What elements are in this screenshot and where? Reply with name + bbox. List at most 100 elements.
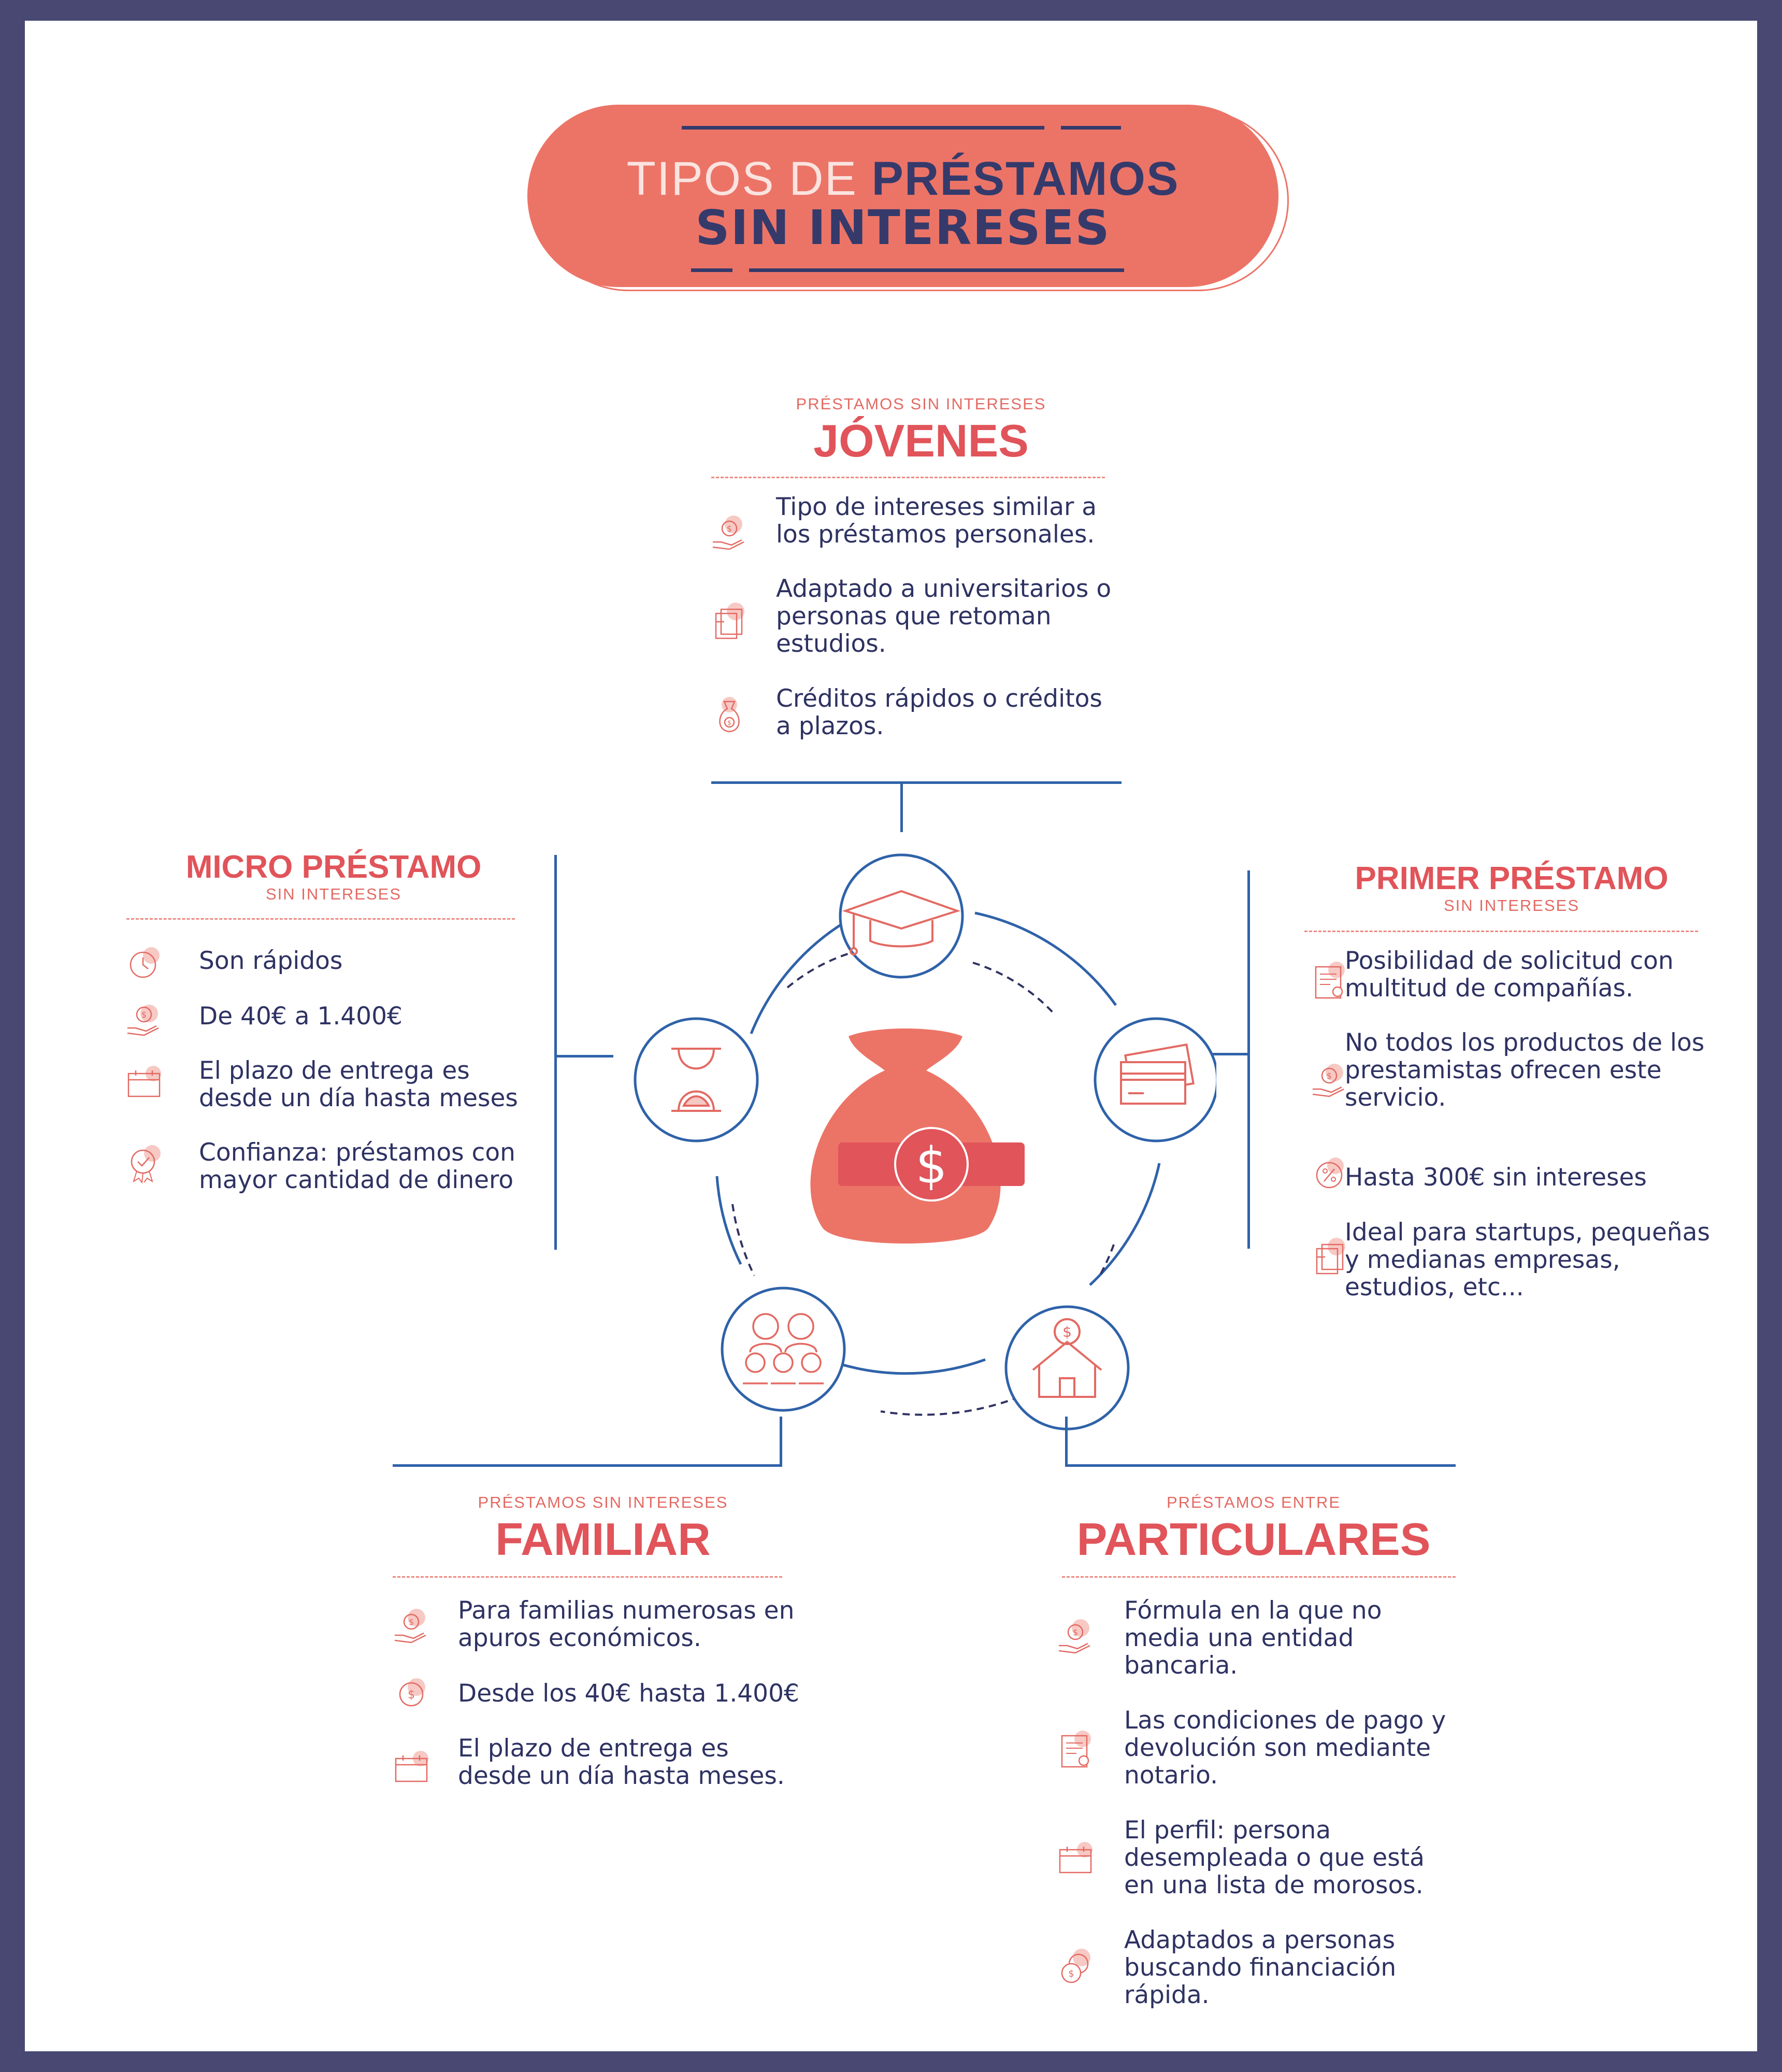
micro-connector-h [555, 1055, 613, 1058]
jovenes-connector-h [711, 781, 1122, 784]
micro-item-1: Son rápidos [199, 947, 343, 975]
line: mayor cantidad de dinero [199, 1166, 514, 1194]
familiar-title: FAMILIAR [495, 1513, 711, 1565]
hand-coin-icon: $ [709, 513, 750, 554]
calendar-icon [124, 1061, 166, 1103]
familiar-connector-v [780, 1417, 782, 1466]
line: en una lista de morosos. [1124, 1871, 1424, 1899]
infographic-card: TIPOS DE PRÉSTAMOS SIN INTERESES PRÉSTAM… [25, 21, 1757, 2051]
particulares-divider [1062, 1576, 1456, 1578]
coins-icon: $ [1056, 1945, 1097, 1987]
line: Créditos rápidos o créditos [776, 684, 1102, 713]
form-icon [1056, 1728, 1097, 1770]
svg-text:$: $ [1068, 1968, 1074, 1979]
calendar-icon [392, 1746, 433, 1788]
cycle-arc-3 [1089, 1163, 1161, 1286]
svg-text:$: $ [727, 524, 732, 534]
graduation-cap-icon [842, 890, 961, 955]
title-pill [527, 105, 1278, 287]
line: El perfil: persona [1124, 1816, 1331, 1845]
line: multitud de compañías. [1345, 974, 1633, 1003]
particulares-title: PARTICULARES [1076, 1513, 1431, 1565]
line: desde un día hasta meses [199, 1084, 518, 1112]
money-bag-icon: $ [709, 694, 750, 736]
cycle-arc-2 [974, 911, 1117, 1006]
familiar-connector-h [393, 1464, 782, 1467]
line: bancaria. [1124, 1651, 1238, 1680]
title-bar-bottom-right [749, 268, 1124, 272]
particulares-subtitle: PRÉSTAMOS ENTRE [1166, 1493, 1341, 1511]
line: los préstamos personales. [776, 520, 1095, 549]
title-bar-top-right [1061, 126, 1121, 130]
primer-divider [1304, 931, 1698, 932]
svg-text:$: $ [408, 1689, 415, 1702]
line: devolución son mediante [1124, 1734, 1431, 1762]
micro-subtitle: SIN INTERESES [266, 885, 401, 903]
badge-icon [124, 1144, 166, 1185]
particulares-connector-v [1065, 1417, 1068, 1466]
center-dollar-symbol: $ [915, 1137, 947, 1195]
line: notario. [1124, 1761, 1218, 1790]
svg-text:$: $ [409, 1617, 414, 1627]
documents-icon [709, 601, 750, 642]
title-bar-top-left [682, 126, 1044, 130]
line: estudios, etc... [1345, 1273, 1524, 1302]
line: y medianas empresas, [1345, 1246, 1620, 1274]
familiar-subtitle: PRÉSTAMOS SIN INTERESES [478, 1493, 728, 1511]
jovenes-connector-v [900, 782, 903, 832]
cycle-arc-1 [750, 917, 853, 1034]
hand-coin-icon: $ [392, 1606, 433, 1648]
calendar-icon [1056, 1837, 1097, 1879]
line: servicio. [1345, 1083, 1446, 1112]
cycle-diagram: $ $ [634, 853, 1216, 1431]
line: Para familias numerosas en [458, 1596, 795, 1625]
form-icon [1310, 960, 1351, 1001]
line: Ideal para startups, pequeñas [1345, 1218, 1710, 1247]
house-dollar-symbol: $ [1062, 1323, 1072, 1340]
dashed-arc-4 [880, 1396, 1020, 1416]
primer-connector-v [1247, 870, 1250, 1249]
node-family [721, 1287, 846, 1412]
micro-title: MICRO PRÉSTAMO [185, 849, 482, 885]
dashed-arc-1 [786, 951, 853, 989]
cycle-arc-5 [715, 1176, 742, 1265]
node-graduation [839, 853, 964, 979]
page-title-line1: TIPOS DE PRÉSTAMOS [527, 153, 1278, 205]
jovenes-title: JÓVENES [813, 415, 1029, 466]
dashed-arc-3 [1099, 1244, 1115, 1275]
hand-coin-icon: $ [1310, 1060, 1351, 1102]
primer-subtitle: SIN INTERESES [1444, 896, 1579, 914]
micro-divider [126, 918, 515, 920]
svg-text:$: $ [1073, 1627, 1078, 1637]
line: Adaptados a personas [1124, 1926, 1396, 1954]
title-bold: PRÉSTAMOS [871, 152, 1180, 205]
family-icon [743, 1313, 824, 1384]
micro-item-2: De 40€ a 1.400€ [199, 1002, 403, 1031]
line: Posibilidad de solicitud con [1345, 947, 1674, 975]
svg-text:$: $ [1327, 1071, 1332, 1081]
line: Tipo de intereses similar a [776, 493, 1097, 521]
coin-icon: $ [392, 1673, 433, 1714]
cycle-arc-4 [823, 1357, 986, 1375]
line: prestamistas ofrecen este [1345, 1056, 1662, 1084]
line: buscando financiación [1124, 1953, 1397, 1982]
familiar-item-2: Desde los 40€ hasta 1.400€ [458, 1679, 799, 1708]
central-money-bag-icon: $ [810, 1028, 1025, 1244]
familiar-divider [393, 1576, 782, 1578]
line: Fórmula en la que no [1124, 1596, 1382, 1625]
line: desde un día hasta meses. [458, 1762, 785, 1790]
micro-connector-v [554, 855, 557, 1250]
title-bar-bottom-left [691, 268, 732, 272]
svg-text:$: $ [141, 1010, 147, 1020]
node-hourglass [634, 1017, 759, 1142]
credit-card-icon [1120, 1043, 1195, 1105]
